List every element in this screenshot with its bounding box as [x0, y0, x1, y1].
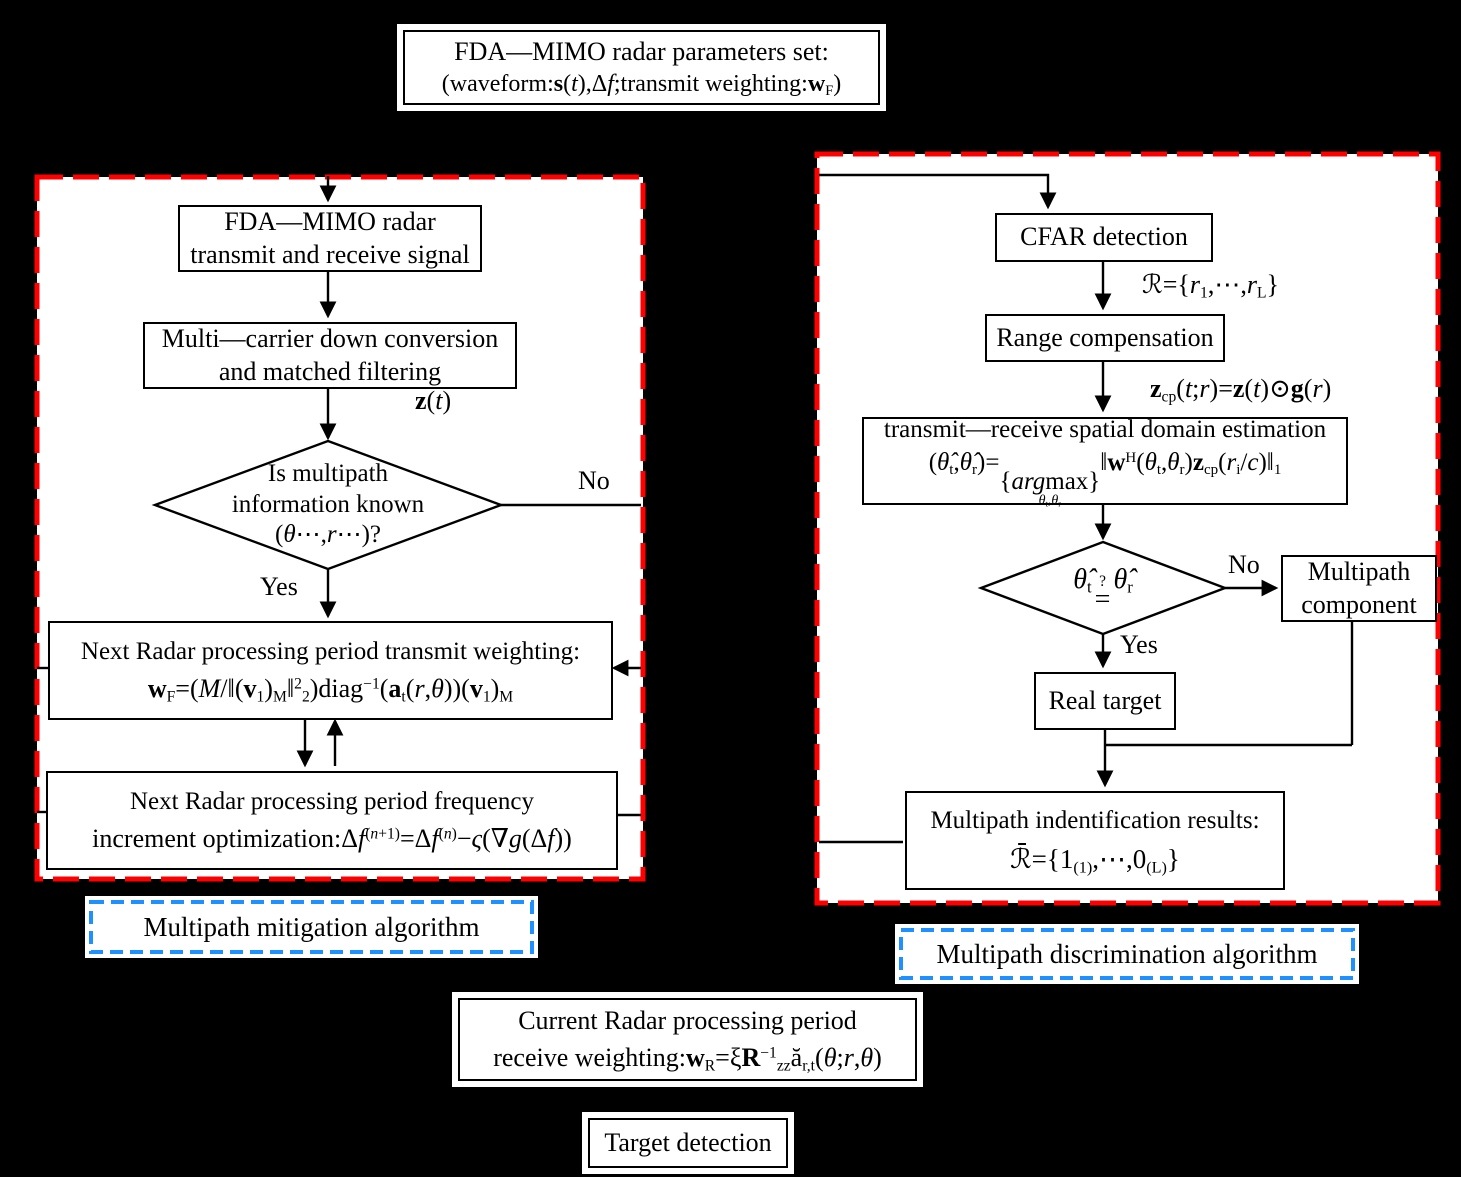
transmit-receive-line1: FDA—MIMO radar [224, 207, 436, 236]
mitigation-caption-text: Multipath mitigation algorithm [143, 911, 480, 942]
multipath-component-box: Multipath component [1281, 555, 1437, 622]
estimation-eq-pre: (θ̂t,θ̂r)= [928, 448, 1000, 478]
range-set-label: ℛ={r1,⋯,rL} [1142, 270, 1279, 302]
z-signal-label: z(t) [415, 386, 452, 415]
parameters-line2: (waveform:s(t),Δf;transmit weighting:wF) [441, 70, 842, 99]
mitigation-caption: Multipath mitigation algorithm [91, 902, 532, 952]
current-period-line1: Current Radar processing period [518, 1006, 857, 1036]
identification-results-line1: Multipath indentification results: [930, 806, 1260, 834]
question-mark: ? [1099, 572, 1106, 590]
argmax-text: {argmax} [999, 468, 1101, 496]
multipath-component-line2: component [1301, 589, 1417, 619]
question-equals-stack: ?= [1094, 572, 1111, 616]
frequency-increment-line1: Next Radar processing period frequency [129, 787, 535, 815]
real-target-box: Real target [1034, 672, 1176, 730]
argmax-stack: {argmax}θt,θr [999, 468, 1101, 509]
theta-r-hat: θ̂r [1113, 564, 1133, 597]
transmit-weighting-box: Next Radar processing period transmit we… [48, 621, 613, 720]
frequency-increment-formula: increment optimization:Δf(n+1)=Δf(n)−ς(∇… [92, 823, 572, 853]
transmit-receive-line2: transmit and receive signal [190, 239, 470, 269]
transmit-weighting-line1: Next Radar processing period transmit we… [80, 637, 581, 665]
identification-results-box: Multipath indentification results: ℛ̄={1… [905, 791, 1285, 890]
downconversion-line2: and matched filtering [218, 356, 442, 386]
multipath-known-diamond [151, 439, 505, 571]
range-compensation-label: Range compensation [996, 322, 1214, 352]
transmit-receive-box: FDA—MIMO radar transmit and receive sign… [178, 205, 482, 272]
multipath-known-question: Is multipath information known (θ⋯,r⋯)? [178, 456, 478, 554]
parameters-line1: FDA—MIMO radar parameters set: [454, 37, 829, 67]
no-label-right: No [1228, 550, 1260, 579]
discrimination-caption: Multipath discrimination algorithm [901, 930, 1353, 978]
angle-equality-question: θ̂t?=θ̂r [1013, 560, 1193, 616]
question-line2: information known [231, 490, 425, 518]
range-compensation-box: Range compensation [985, 314, 1225, 362]
theta-t-hat: θ̂t [1073, 564, 1092, 597]
mitigation-caption-frame [85, 896, 538, 958]
parameters-box: FDA—MIMO radar parameters set: (waveform… [403, 30, 880, 105]
right-panel-connectors [819, 173, 1354, 844]
angle-equality-diamond [977, 540, 1229, 636]
question-line1: Is multipath [267, 460, 389, 488]
discrimination-caption-text: Multipath discrimination algorithm [936, 938, 1318, 969]
equals-sign: = [1094, 584, 1111, 616]
question-line3: (θ⋯,r⋯)? [274, 521, 381, 549]
frequency-increment-box: Next Radar processing period frequency i… [46, 771, 618, 870]
argmax-subscript: θt,θr [1038, 492, 1062, 509]
spatial-estimation-formula: (θ̂t,θ̂r)={argmax}θt,θr‖wH(θt,θr)zcp(ri/… [929, 448, 1282, 508]
current-period-box: Current Radar processing period receive … [458, 998, 917, 1081]
identification-results-formula: ℛ̄={1(1),⋯,0(L)} [1010, 844, 1180, 877]
yes-label-right: Yes [1120, 630, 1158, 659]
transmit-weighting-formula: wF=(M/‖(v1)M‖22)diag−1(at(r,θ))(v1)M [147, 673, 514, 706]
estimation-eq-post: ‖wH(θt,θr)zcp(ri/c)‖1 [1100, 448, 1282, 478]
spatial-estimation-box: transmit—receive spatial domain estimati… [862, 415, 1348, 508]
multipath-component-line1: Multipath [1307, 557, 1411, 586]
no-label-left: No [578, 466, 610, 495]
target-detection-label: Target detection [604, 1127, 772, 1157]
discrimination-caption-frame [895, 924, 1359, 984]
downconversion-line1: Multi—carrier down conversion [161, 324, 499, 353]
current-period-formula: receive weighting:wR=ξR−1zzăr,t(θ;r,θ) [493, 1042, 882, 1074]
yes-label-left: Yes [260, 572, 298, 601]
real-target-label: Real target [1048, 685, 1162, 715]
discrimination-region-border [814, 151, 1441, 906]
compensated-signal-label: zcp(t;r)=z(t)⊙g(r) [1150, 374, 1332, 406]
cfar-detection-box: CFAR detection [995, 213, 1213, 262]
target-detection-box: Target detection [588, 1118, 788, 1168]
downconversion-box: Multi—carrier down conversion and matche… [143, 322, 517, 389]
cfar-detection-label: CFAR detection [1020, 222, 1188, 252]
spatial-estimation-line1: transmit—receive spatial domain estimati… [883, 415, 1327, 443]
